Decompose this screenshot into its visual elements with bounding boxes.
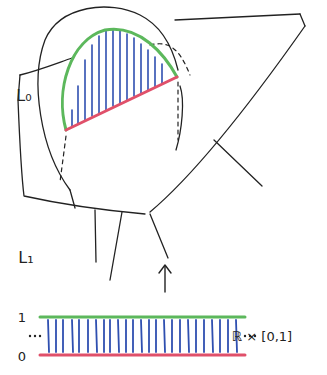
- strip-hatching: [48, 320, 237, 352]
- strip-domain-label: ℝ × [0,1]: [232, 330, 292, 343]
- strip-hatching: [72, 30, 162, 126]
- upper-boundary-arc: [62, 29, 177, 130]
- sheet-label: L₁: [18, 250, 33, 266]
- continuation-dots: [29, 335, 256, 337]
- surface-outline: [18, 7, 305, 280]
- strip-coordinate: 0: [18, 350, 26, 363]
- strip-top-edge: [40, 316, 245, 319]
- strip-bottom-edge: [40, 354, 245, 357]
- strip-coordinate: 1: [18, 311, 26, 324]
- map-arrow: [159, 265, 171, 292]
- lower-boundary-segment: [66, 77, 177, 130]
- sheet-label: L₀: [16, 88, 31, 104]
